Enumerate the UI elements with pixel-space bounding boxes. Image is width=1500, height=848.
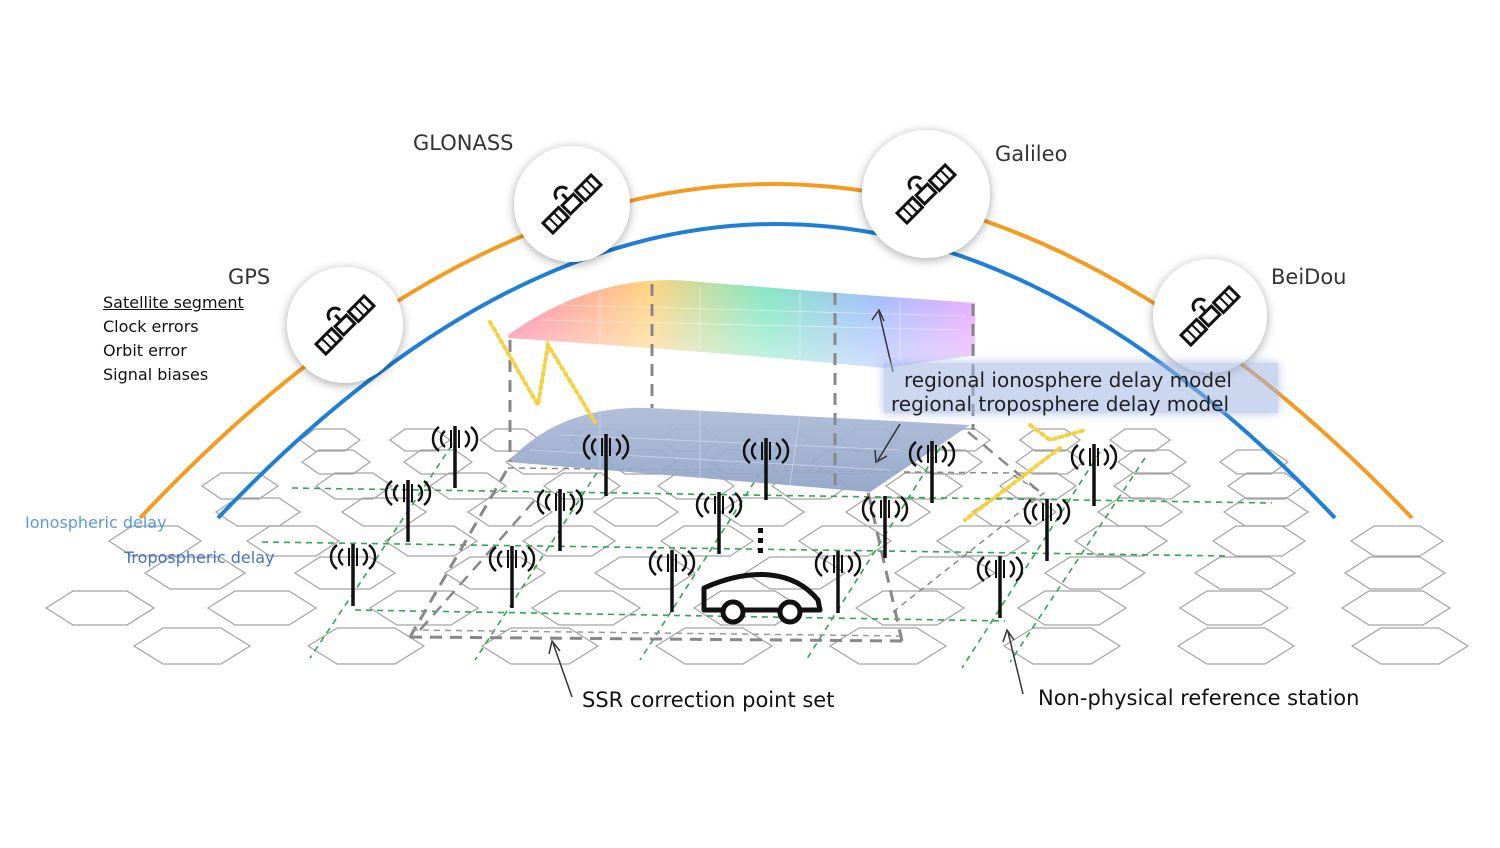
hex-cell [935, 525, 1031, 557]
non-physical-reference-station-label: Non-physical reference station [1038, 686, 1360, 710]
hex-cell [300, 449, 372, 475]
satellite-segment-item: Orbit error [103, 341, 187, 360]
hex-cell [44, 590, 156, 626]
ionosphere-model-surface [508, 280, 975, 368]
delay-model-label-box [884, 363, 1278, 413]
radio-tower-icon [1070, 442, 1118, 508]
hex-cell [428, 472, 508, 500]
hex-cell [1178, 590, 1290, 626]
hex-cell [1218, 449, 1290, 475]
hex-cell [1211, 525, 1307, 557]
hex-cell [298, 428, 362, 452]
radio-tower-icon [1023, 497, 1071, 563]
hex-cell [143, 556, 247, 590]
ionospheric-delay-label: Ionospheric delay [25, 513, 167, 532]
hex-cell [884, 472, 964, 500]
hex-cell [797, 525, 893, 557]
hex-cell [718, 497, 806, 527]
satellite-beidou [1153, 259, 1267, 373]
satellite-segment-list: Satellite segment Clock errors Orbit err… [103, 291, 244, 387]
hex-cell [1340, 590, 1452, 626]
constellation-label-glonass: GLONASS [413, 131, 514, 155]
troposphere-model-label: regional troposphere delay model [891, 392, 1230, 416]
ellipsis-dots [758, 528, 763, 553]
hex-cell [1016, 590, 1128, 626]
radio-tower-icon [431, 424, 479, 490]
hex-cell [1108, 428, 1172, 452]
hex-cell [1222, 497, 1310, 527]
satellite-segment-item: Clock errors [103, 317, 199, 336]
hex-cell [530, 590, 642, 626]
hex-cell [314, 472, 394, 500]
hex-cell [1116, 449, 1188, 475]
hex-cell [1112, 472, 1192, 500]
car-icon [701, 572, 823, 625]
hex-cell [383, 525, 479, 557]
radio-tower-icon [976, 554, 1024, 620]
ssr-correction-point-set-label: SSR correction point set [582, 688, 835, 712]
hex-cell [1043, 556, 1147, 590]
hex-cell [854, 590, 966, 626]
constellation-label-gps: GPS [228, 265, 271, 289]
hex-cell [368, 590, 480, 626]
hex-cell [828, 627, 948, 665]
hex-cell [132, 627, 252, 665]
constellation-label-galileo: Galileo [995, 142, 1068, 166]
hex-cell [466, 497, 554, 527]
radio-tower-icon [536, 487, 584, 553]
satellite-gps [287, 267, 403, 383]
satellite-galileo [862, 130, 990, 258]
hex-cell [214, 497, 302, 527]
hex-cell [1343, 556, 1447, 590]
hex-cell [592, 497, 680, 527]
troposphere-model-surface [508, 407, 970, 492]
hex-cell [1176, 627, 1296, 665]
signal-paths [488, 320, 1087, 522]
hex-cell [1073, 525, 1169, 557]
satellite-glonass [514, 146, 630, 262]
satellite-segment-title: Satellite segment [103, 293, 244, 312]
hex-cell [654, 627, 774, 665]
tropospheric-delay-label: Tropospheric delay [124, 548, 275, 567]
hex-cell [293, 556, 397, 590]
hex-cell [480, 627, 600, 665]
hex-cell [1096, 497, 1184, 527]
radio-tower-icon [648, 548, 696, 614]
hex-cell [521, 525, 617, 557]
satellite-segment-item: Signal biases [103, 365, 209, 384]
hex-cell [1349, 525, 1445, 557]
constellation-label-beidou: BeiDou [1271, 265, 1347, 289]
radio-tower-icon [695, 490, 743, 556]
hex-cell [340, 497, 428, 527]
hex-cell [659, 525, 755, 557]
radio-tower-icon [488, 544, 536, 610]
hex-cell [306, 627, 426, 665]
radio-tower-icon [814, 549, 862, 615]
hex-cell [1014, 449, 1086, 475]
hex-cell [443, 556, 547, 590]
hex-cell [1193, 556, 1297, 590]
hex-cell [200, 472, 280, 500]
callout-arrows [548, 308, 1024, 698]
hex-cell [402, 449, 474, 475]
hex-cell [743, 556, 847, 590]
ionosphere-model-label: regional ionosphere delay model [904, 368, 1232, 392]
hex-cell [245, 525, 341, 557]
radio-tower-icon [329, 542, 377, 608]
hex-cell [593, 556, 697, 590]
hex-cell [206, 590, 318, 626]
hex-cell [1350, 627, 1470, 665]
hex-cell [107, 525, 203, 557]
